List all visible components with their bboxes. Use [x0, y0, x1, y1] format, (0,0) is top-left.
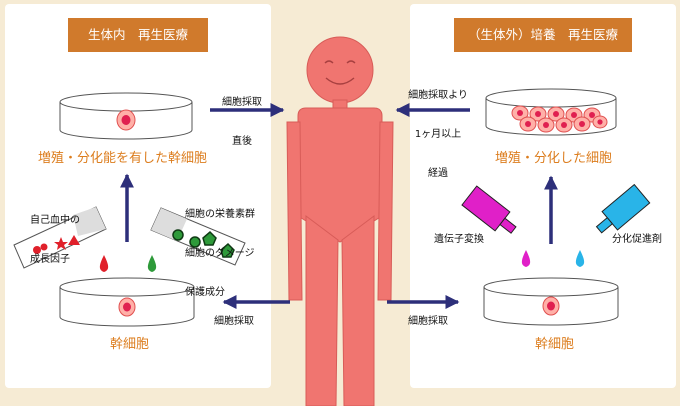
right-arrow-bottom-label: 細胞採取 — [408, 316, 448, 327]
left-top-dish-label: 増殖・分化能を有した幹細胞 — [38, 151, 208, 166]
nutrient-strip — [150, 207, 246, 266]
right-top-dish-label: 増殖・分化した細胞 — [495, 151, 613, 166]
cyan-drop — [575, 250, 585, 267]
arrow-after-label: 細胞採取より 1ヶ月以上 経過 — [408, 90, 468, 179]
gene-conversion-label: 遺伝子変換 — [434, 234, 484, 245]
left-arrow-bottom-label: 細胞採取 — [214, 316, 254, 327]
serum-strip — [13, 206, 107, 269]
human-figure — [286, 36, 394, 406]
magenta-drop — [521, 250, 531, 267]
left-bottom-dish-label: 幹細胞 — [110, 337, 150, 352]
green-drop — [147, 255, 157, 272]
title-in-body: 生体内 再生医療 — [68, 18, 208, 52]
nutrient-strip-label: 細胞の栄養素群 細胞のダメージ 保護成分 — [185, 209, 255, 298]
right-bottom-dish-label: 幹細胞 — [535, 337, 575, 352]
serum-strip-label: 自己血中の 成長因子 — [30, 215, 80, 265]
differentiation-agent-label: 分化促進剤 — [612, 234, 662, 245]
face — [324, 60, 356, 85]
gene-bottle — [461, 185, 517, 234]
arrow-harvest-label: 細胞採取 直後 — [222, 97, 262, 147]
agent-bottle — [595, 183, 651, 234]
red-drop — [99, 255, 109, 272]
title-out-body: （生体外）培養 再生医療 — [454, 18, 632, 52]
